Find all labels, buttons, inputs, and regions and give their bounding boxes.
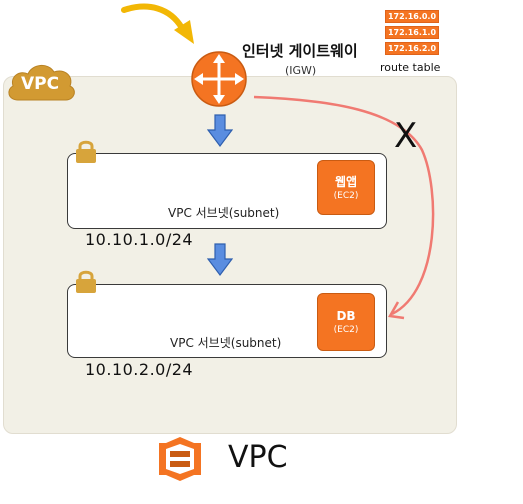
ec2-db: DB (EC2) [317,293,375,351]
instance-name: 웹앱 [334,174,358,189]
lock-icon [76,140,96,163]
subnet-label: VPC 서브넷(subnet) [170,336,282,350]
route-table-row: 172.16.2.0 [385,42,439,55]
subnet-label: VPC 서브넷(subnet) [168,206,280,220]
ec2-webapp: 웹앱 (EC2) [317,160,375,215]
igw-subtitle: (IGW) [285,64,317,77]
vpc-bottom-label: VPC [228,440,288,475]
igw-title: 인터넷 게이트웨이 [242,42,358,60]
down-arrow-icon [207,114,233,147]
subnet-cidr: 10.10.2.0/24 [85,360,194,379]
vpc-cloud-label: VPC [20,73,60,94]
lock-icon [76,270,96,293]
incoming-arrow [121,3,194,44]
instance-type: (EC2) [333,190,359,201]
vpc-cloud-icon [8,65,75,101]
blocked-marker: X [394,116,418,156]
aws-vpc-logo-icon [159,437,201,481]
down-arrow-icon [207,243,233,276]
route-table: 172.16.0.0 172.16.1.0 172.16.2.0 [385,10,439,55]
vpc-region [3,76,457,434]
route-table-row: 172.16.0.0 [385,10,439,23]
subnet-cidr: 10.10.1.0/24 [85,230,194,249]
instance-name: DB [336,309,356,323]
route-table-row: 172.16.1.0 [385,26,439,39]
internet-gateway-icon [191,51,247,107]
route-table-label: route table [380,61,441,74]
instance-type: (EC2) [333,325,359,335]
